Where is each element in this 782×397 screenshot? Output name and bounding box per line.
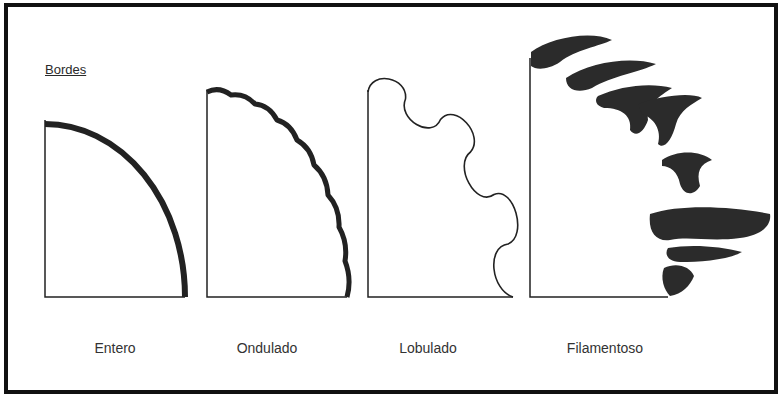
entire-edge-panel bbox=[45, 120, 185, 297]
entire-edge bbox=[45, 124, 185, 297]
undulate-edge bbox=[207, 90, 349, 297]
panel-caption: Entero bbox=[55, 340, 175, 356]
undulate-edge-panel bbox=[207, 90, 349, 297]
panel-caption: Lobulado bbox=[368, 340, 488, 356]
filament bbox=[638, 95, 702, 146]
filament bbox=[662, 153, 712, 194]
panel-caption: Filamentoso bbox=[535, 340, 675, 356]
filamentous-edge-panel bbox=[530, 36, 770, 297]
filament bbox=[667, 246, 743, 262]
lobate-edge-panel bbox=[368, 79, 518, 297]
filament bbox=[662, 265, 694, 296]
outer-frame bbox=[6, 5, 776, 392]
panel-axes bbox=[45, 120, 185, 297]
diagram-title: Bordes bbox=[45, 62, 165, 77]
panel-caption: Ondulado bbox=[207, 340, 327, 356]
filaments bbox=[531, 36, 770, 296]
filament bbox=[531, 36, 612, 69]
filament bbox=[650, 207, 771, 240]
lobate-edge bbox=[368, 79, 518, 297]
